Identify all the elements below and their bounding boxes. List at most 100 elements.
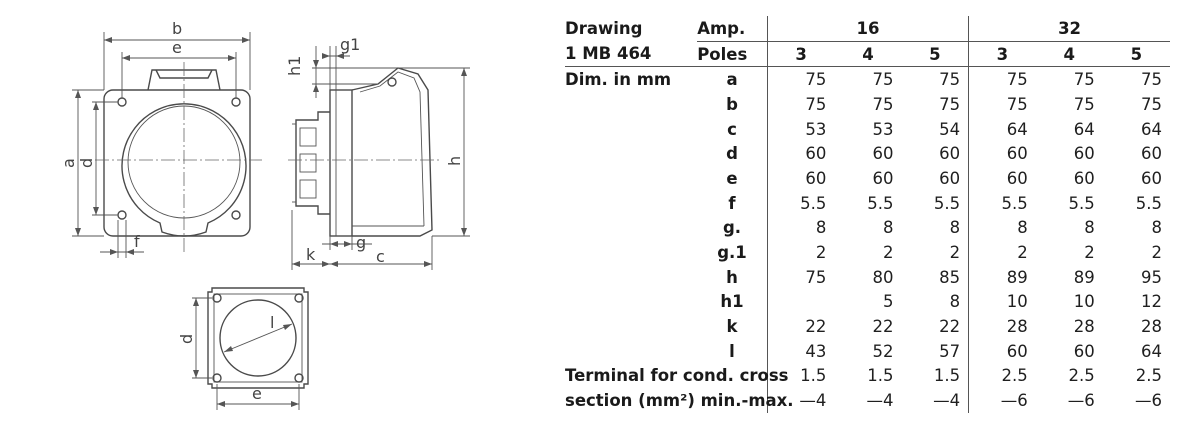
dimension-symbol: c xyxy=(727,119,737,139)
dimension-value: 64 xyxy=(1073,119,1095,139)
row-label-empty xyxy=(565,191,697,216)
dimension-value: 64 xyxy=(968,116,1036,142)
dim-label-d: d xyxy=(77,158,96,168)
dimension-value: 75 xyxy=(1073,94,1095,114)
dimension-value: 2 xyxy=(883,243,894,263)
dimension-value: 5 xyxy=(883,292,894,312)
terminal-row: section (mm²) min.-max.—4—4—4—6—6—6 xyxy=(565,388,1170,413)
dimension-value: 75 xyxy=(1141,94,1162,114)
dimension-value: 75 xyxy=(766,264,835,290)
dimension-symbol: d xyxy=(726,144,738,164)
dimension-value: 95 xyxy=(1141,267,1162,287)
dimension-value: 57 xyxy=(939,341,961,361)
dimension-value: 60 xyxy=(1073,168,1095,188)
dimension-value: 60 xyxy=(968,166,1036,191)
amp-group-16: 16 xyxy=(766,16,969,42)
terminal-value: —4 xyxy=(933,391,961,411)
drawing-label: Drawing xyxy=(565,19,643,39)
row-label-empty xyxy=(565,265,697,290)
dimension-value: 60 xyxy=(1141,168,1162,188)
dimension-value: 2 xyxy=(1151,243,1163,263)
dimension-symbol: b xyxy=(726,94,738,114)
dimension-value: 80 xyxy=(872,267,894,287)
terminal-value: —6 xyxy=(1067,391,1095,411)
dimension-value: 75 xyxy=(968,92,1036,117)
dim-unit-label: Dim. in mm xyxy=(565,66,698,93)
row-label-empty xyxy=(565,240,697,265)
dim-label-l: l xyxy=(270,313,274,332)
row-label-empty xyxy=(565,141,697,166)
dimension-value: 5.5 xyxy=(968,190,1036,216)
dimension-value: 60 xyxy=(1073,341,1095,361)
dimension-value: 75 xyxy=(766,66,835,93)
model-label: 1 MB 464 xyxy=(565,44,652,64)
dimension-value: 10 xyxy=(968,289,1036,315)
dimension-value: 8 xyxy=(883,218,894,238)
dimension-value: 28 xyxy=(968,314,1036,339)
terminal-value: 1.5 xyxy=(933,366,961,386)
dimension-value: 22 xyxy=(872,317,894,337)
dimension-value: 60 xyxy=(872,168,894,188)
dimension-value: 8 xyxy=(968,215,1036,241)
poles-label: Poles xyxy=(697,40,768,67)
socket-technical-drawing: b e a d f xyxy=(59,19,470,410)
header-row-poles: 1 MB 464 Poles 3 4 5 3 4 5 xyxy=(565,40,1170,67)
dimension-value: 2 xyxy=(1084,243,1095,263)
dimension-value: 60 xyxy=(872,144,894,164)
cutout-screw-holes xyxy=(212,293,304,383)
dimension-value: 75 xyxy=(1102,66,1170,93)
dimension-value: 28 xyxy=(1141,317,1162,337)
dimension-symbol: f xyxy=(728,193,736,213)
side-rear-terminal xyxy=(295,111,330,215)
dimension-symbol: k xyxy=(726,317,738,337)
terminal-value: 1.5 xyxy=(867,366,894,386)
terminal-value: —4 xyxy=(766,388,835,413)
dim-label-h1: h1 xyxy=(285,56,304,76)
terminal-value: —4 xyxy=(866,391,894,411)
dimension-value: 60 xyxy=(1141,144,1162,164)
dimension-symbol: h1 xyxy=(720,292,744,312)
dimension-symbol: g. xyxy=(722,218,742,238)
dimension-value: 75 xyxy=(901,66,969,93)
row-label-empty xyxy=(565,117,697,142)
terminal-value: 2.5 xyxy=(968,363,1036,389)
row-label-empty xyxy=(565,314,697,339)
dim-label-g: g xyxy=(356,233,366,252)
dim-label-e2: e xyxy=(252,384,262,403)
dimension-value: 5.5 xyxy=(766,190,835,216)
dimension-value: 75 xyxy=(766,92,835,117)
dimension-value: 8 xyxy=(949,292,961,312)
terminal-value: —6 xyxy=(1135,391,1162,411)
terminal-label: Terminal for cond. cross xyxy=(565,366,789,386)
dimension-value: 75 xyxy=(872,94,894,114)
dimension-value xyxy=(766,289,835,315)
dimension-value: 28 xyxy=(1073,317,1095,337)
dimension-value: 8 xyxy=(949,218,961,238)
dimension-value: 75 xyxy=(1035,66,1103,93)
row-label-empty xyxy=(565,339,697,364)
dim-label-h: h xyxy=(445,156,464,166)
dim-label-g1: g1 xyxy=(340,35,360,54)
side-view: h1 g1 h g k c xyxy=(285,35,470,270)
row-label-empty xyxy=(565,166,697,191)
dimension-value: 2 xyxy=(949,243,961,263)
poles-cell: 3 xyxy=(968,40,1036,67)
dimension-symbol: h xyxy=(726,267,738,287)
row-label-empty xyxy=(565,92,697,117)
dimension-value: 60 xyxy=(766,166,835,191)
terminal-value: 2.5 xyxy=(1135,366,1162,386)
dimension-value: 12 xyxy=(1141,292,1162,312)
dimension-symbol: l xyxy=(729,341,735,361)
dimension-value: 60 xyxy=(939,168,961,188)
dimension-value: 8 xyxy=(1084,218,1095,238)
